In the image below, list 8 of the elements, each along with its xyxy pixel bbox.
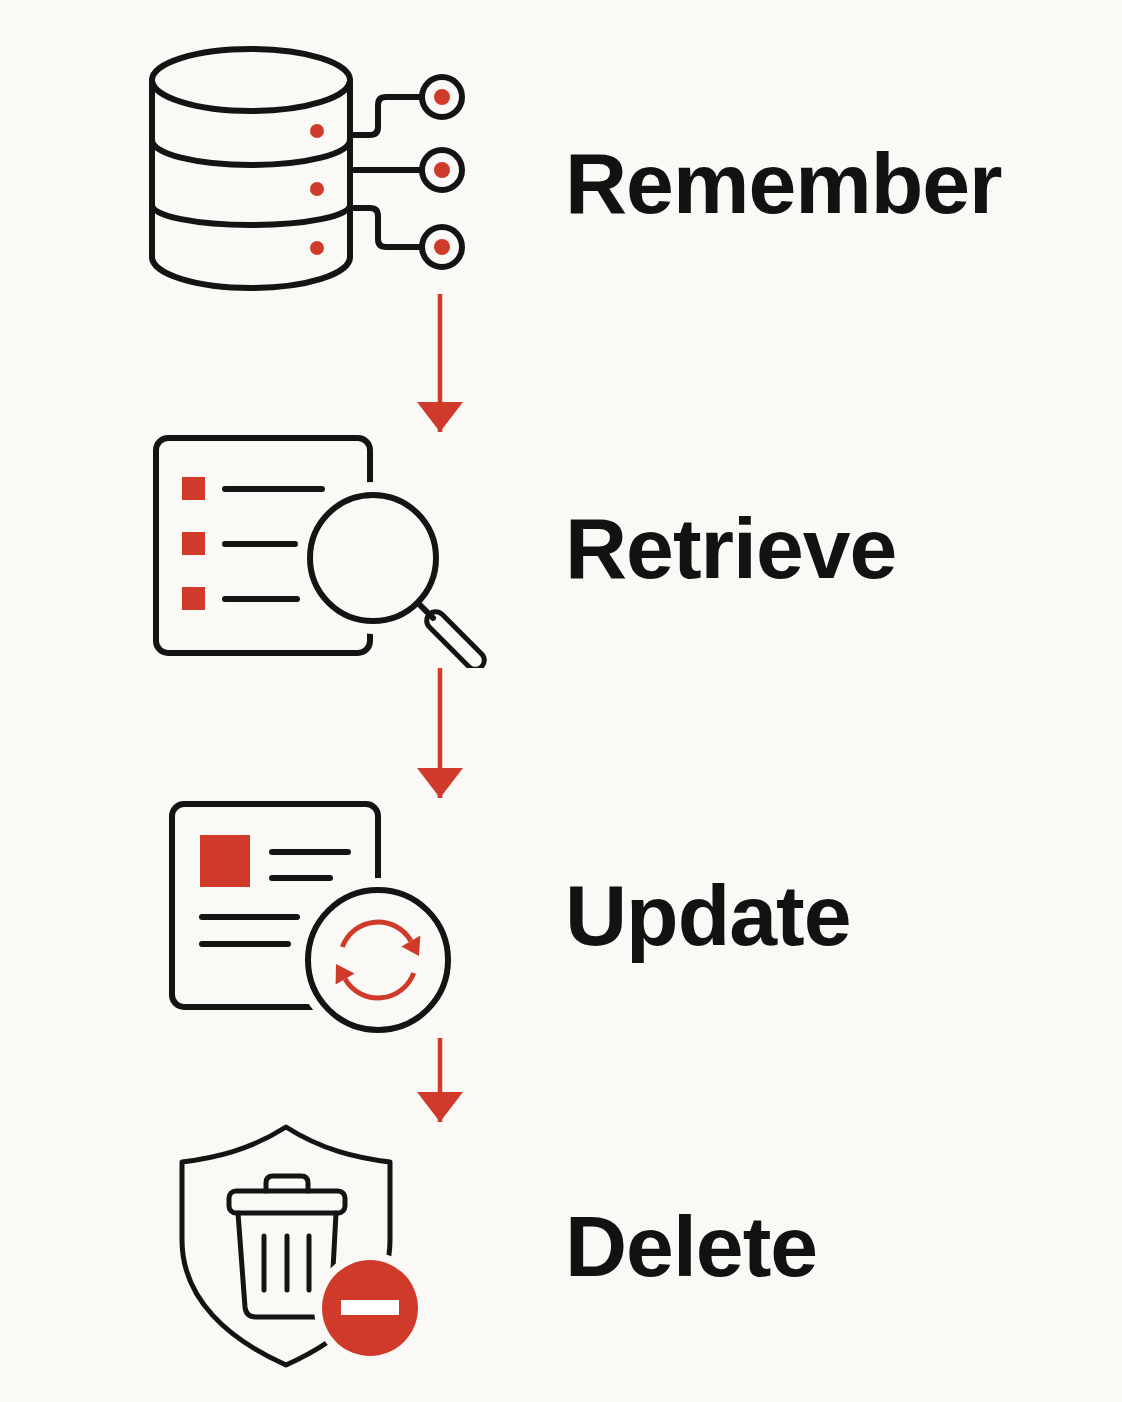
arrow <box>417 1038 463 1122</box>
step-label: Retrieve <box>565 499 897 598</box>
arrow <box>417 294 463 432</box>
document-search-icon <box>150 432 488 668</box>
arrow <box>417 668 463 798</box>
step-label: Remember <box>565 134 1002 233</box>
step-label: Delete <box>565 1197 818 1296</box>
step-label: Update <box>565 866 851 965</box>
